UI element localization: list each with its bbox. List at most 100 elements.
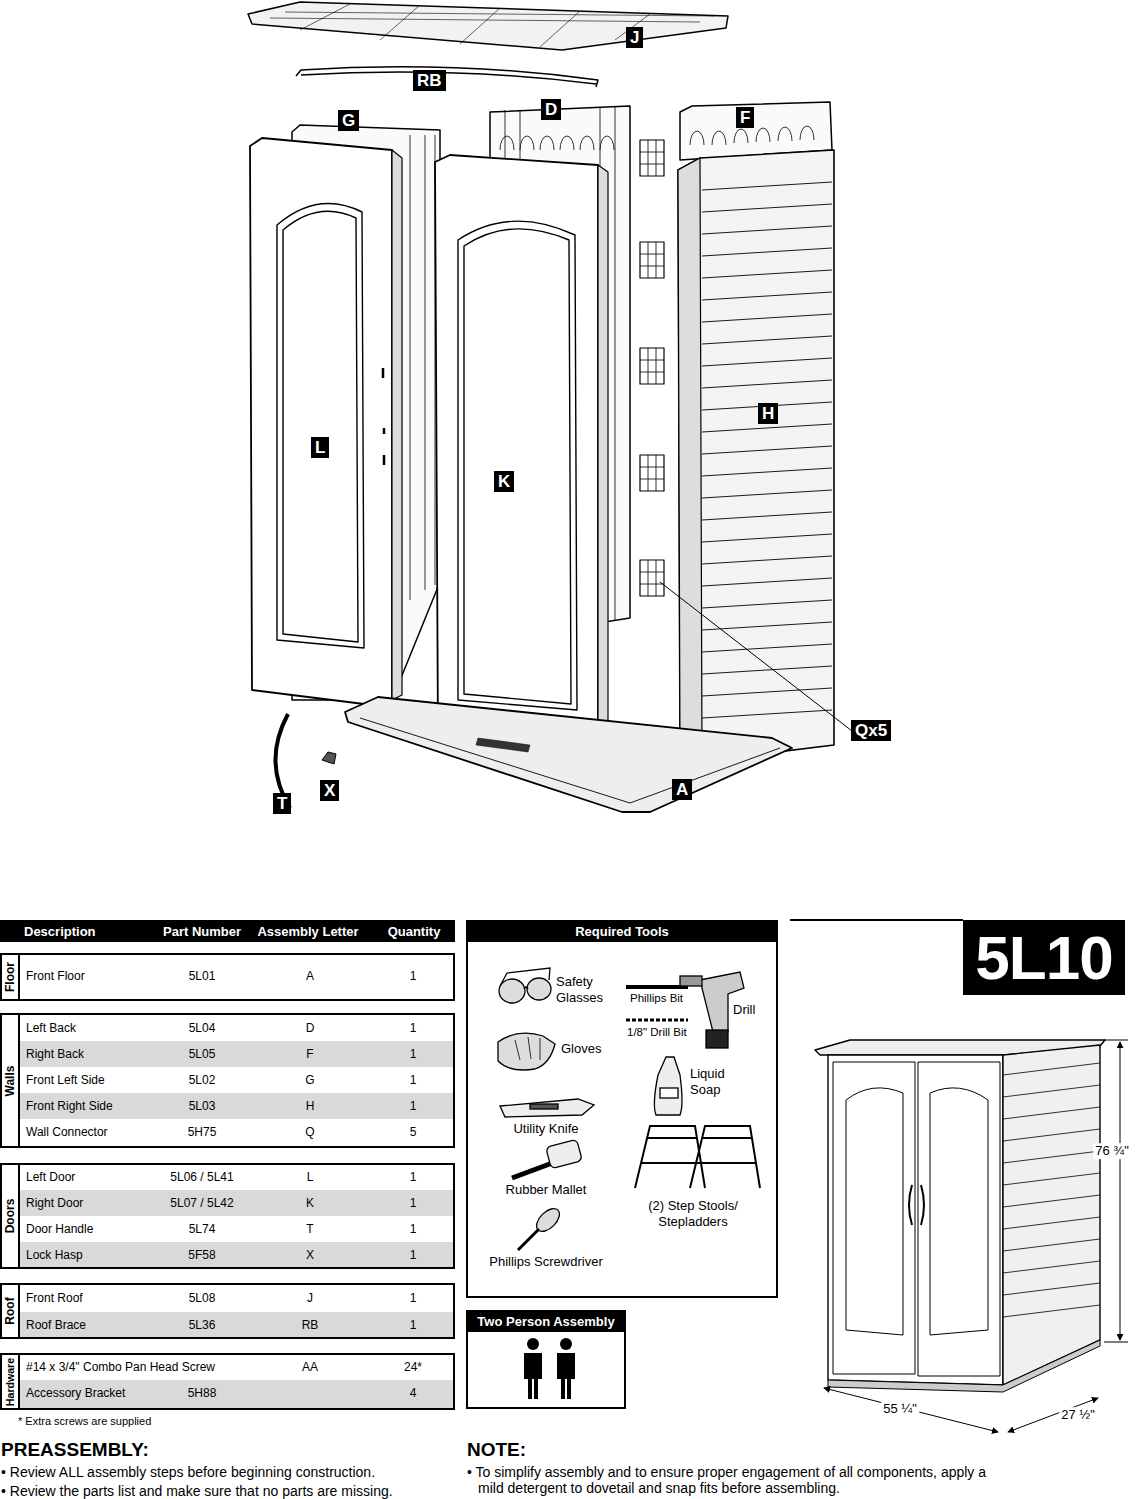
part-letter: H bbox=[758, 403, 778, 424]
table-header: DescriptionPart NumberAssembly LetterQua… bbox=[0, 920, 455, 942]
wall-connector bbox=[640, 455, 664, 491]
side-wall-edge bbox=[678, 158, 702, 758]
wall-ribs bbox=[410, 135, 435, 600]
tool-name: Drill bbox=[733, 1002, 755, 1018]
wall-connector bbox=[640, 140, 664, 176]
exploded-shed bbox=[248, 2, 834, 812]
table-cell: 1 bbox=[410, 969, 417, 983]
group-label: Roof bbox=[3, 1297, 17, 1324]
connector-grid bbox=[640, 140, 664, 596]
shed-siding bbox=[1003, 1063, 1100, 1317]
footnote: * Extra screws are supplied bbox=[18, 1415, 151, 1428]
tool-name: Phillips Screwdriver bbox=[489, 1254, 602, 1270]
table-cell: 1 bbox=[410, 1170, 417, 1184]
table-cell: 4 bbox=[410, 1386, 417, 1400]
tool-icons bbox=[498, 968, 760, 1250]
table-cell: 1 bbox=[410, 1291, 417, 1305]
door-panel bbox=[250, 138, 392, 706]
table-cell: 1 bbox=[410, 1248, 417, 1262]
table-cell: 5L07 / 5L42 bbox=[170, 1196, 233, 1210]
table-cell: Left Door bbox=[26, 1170, 75, 1184]
part-letter: D bbox=[541, 99, 561, 120]
table-cell: 1 bbox=[410, 1099, 417, 1113]
shed-base bbox=[828, 1340, 1100, 1392]
part-letter: T bbox=[277, 793, 287, 814]
person-body bbox=[524, 1353, 542, 1399]
dimension-line bbox=[1008, 1398, 1098, 1432]
shed-side bbox=[1003, 1045, 1100, 1385]
leader-line bbox=[660, 582, 852, 731]
part-letter: G bbox=[338, 110, 359, 131]
table-cell: Front Roof bbox=[26, 1291, 83, 1305]
part-letter: Qx5 bbox=[851, 720, 891, 741]
table-cell: K bbox=[306, 1196, 314, 1210]
column-header: Part Number bbox=[163, 924, 241, 939]
tool-name: Gloves bbox=[561, 1041, 601, 1057]
table-cell: AA bbox=[302, 1360, 318, 1374]
part-letter: X bbox=[324, 780, 335, 801]
wall-arches bbox=[690, 126, 814, 145]
table-cell: 5H75 bbox=[188, 1125, 217, 1139]
part-letter: RB bbox=[417, 70, 442, 91]
column-header: Assembly Letter bbox=[257, 924, 358, 939]
table-cell: Wall Connector bbox=[26, 1125, 108, 1139]
door-hardware bbox=[383, 368, 384, 465]
shed-handle bbox=[909, 1185, 924, 1225]
shed-door-inset bbox=[846, 1088, 988, 1335]
part-letter: X bbox=[320, 780, 339, 801]
shed-front bbox=[828, 1055, 1003, 1385]
door-inset bbox=[277, 204, 364, 648]
table-cell: 5L04 bbox=[189, 1021, 216, 1035]
part-letter: H bbox=[762, 403, 774, 424]
table-cell: D bbox=[306, 1021, 315, 1035]
panel-heading: Required Tools bbox=[468, 922, 776, 942]
person-head bbox=[527, 1338, 539, 1350]
part-letter: G bbox=[342, 110, 355, 131]
tool-name: Utility Knife bbox=[513, 1121, 578, 1137]
door-edge bbox=[598, 165, 608, 742]
group-label: Hardware bbox=[4, 1357, 16, 1405]
table-cell: X bbox=[306, 1248, 314, 1262]
floor-plate bbox=[476, 738, 530, 752]
table-cell: 1 bbox=[410, 1318, 417, 1332]
group-label: Doors bbox=[3, 1199, 17, 1234]
utility-knife bbox=[500, 1099, 594, 1117]
part-letter: A bbox=[672, 779, 692, 800]
part-letter: K bbox=[494, 471, 514, 492]
note-text: • To simplify assembly and to ensure pro… bbox=[467, 1464, 992, 1496]
part-letter: T bbox=[273, 793, 291, 814]
two-person-icon bbox=[524, 1338, 575, 1399]
table-cell: F bbox=[306, 1047, 313, 1061]
table-cell: 5L74 bbox=[189, 1222, 216, 1236]
instruction-text: • Review ALL assembly steps before begin… bbox=[1, 1464, 375, 1481]
part-letter: F bbox=[736, 107, 754, 128]
instruction-text: • Review the parts list and make sure th… bbox=[1, 1483, 393, 1499]
part-letter: L bbox=[311, 437, 329, 458]
dimension: 27 ½" bbox=[1059, 1407, 1097, 1423]
part-letter: J bbox=[626, 27, 643, 48]
table-cell: 5L05 bbox=[189, 1047, 216, 1061]
table-cell: 5L03 bbox=[189, 1099, 216, 1113]
section-heading: NOTE: bbox=[467, 1439, 526, 1462]
table-cell: Door Handle bbox=[26, 1222, 93, 1236]
model-number: 5L10 bbox=[975, 927, 1112, 989]
table-cell: A bbox=[306, 969, 314, 983]
door-panel bbox=[435, 155, 598, 750]
table-cell: J bbox=[307, 1291, 313, 1305]
tools-panel: Required Tools bbox=[466, 920, 778, 1298]
table-cell: Front Right Side bbox=[26, 1099, 113, 1113]
table-cell: Front Floor bbox=[26, 969, 85, 983]
table-cell: L bbox=[307, 1170, 314, 1184]
table-cell: Right Back bbox=[26, 1047, 84, 1061]
tool-name: (2) Step Stools/ Stepladders bbox=[634, 1198, 752, 1229]
rule-line bbox=[790, 919, 963, 921]
tool-name: Safety Glasses bbox=[556, 974, 610, 1005]
roof-ribs bbox=[270, 4, 715, 47]
extension-line bbox=[1104, 1040, 1128, 1342]
phillips-bit bbox=[626, 985, 688, 989]
drill-battery bbox=[706, 1030, 728, 1048]
column-header: Quantity bbox=[388, 924, 441, 939]
table-cell: 5 bbox=[410, 1125, 417, 1139]
floor-panel bbox=[345, 697, 792, 812]
